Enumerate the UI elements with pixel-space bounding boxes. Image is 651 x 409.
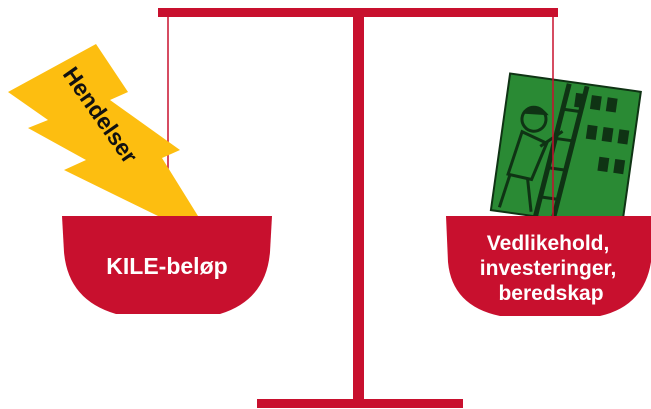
right-pan-label-line-3: beredskap [498,282,603,305]
left-pan [62,216,272,314]
scale-base [257,399,463,408]
right-pan [446,216,651,316]
right-pan-label-line-1: Vedlikehold, [487,232,610,255]
scale-column [353,8,364,404]
right-pan-label-line-2: investeringer, [480,257,617,280]
right-pan-label: Vedlikehold, investeringer, beredskap [480,232,622,305]
line-worker-icon [489,72,642,230]
lightning-bolt-icon: Hendelser [8,44,198,216]
left-pan-label: KILE-beløp [106,253,227,279]
